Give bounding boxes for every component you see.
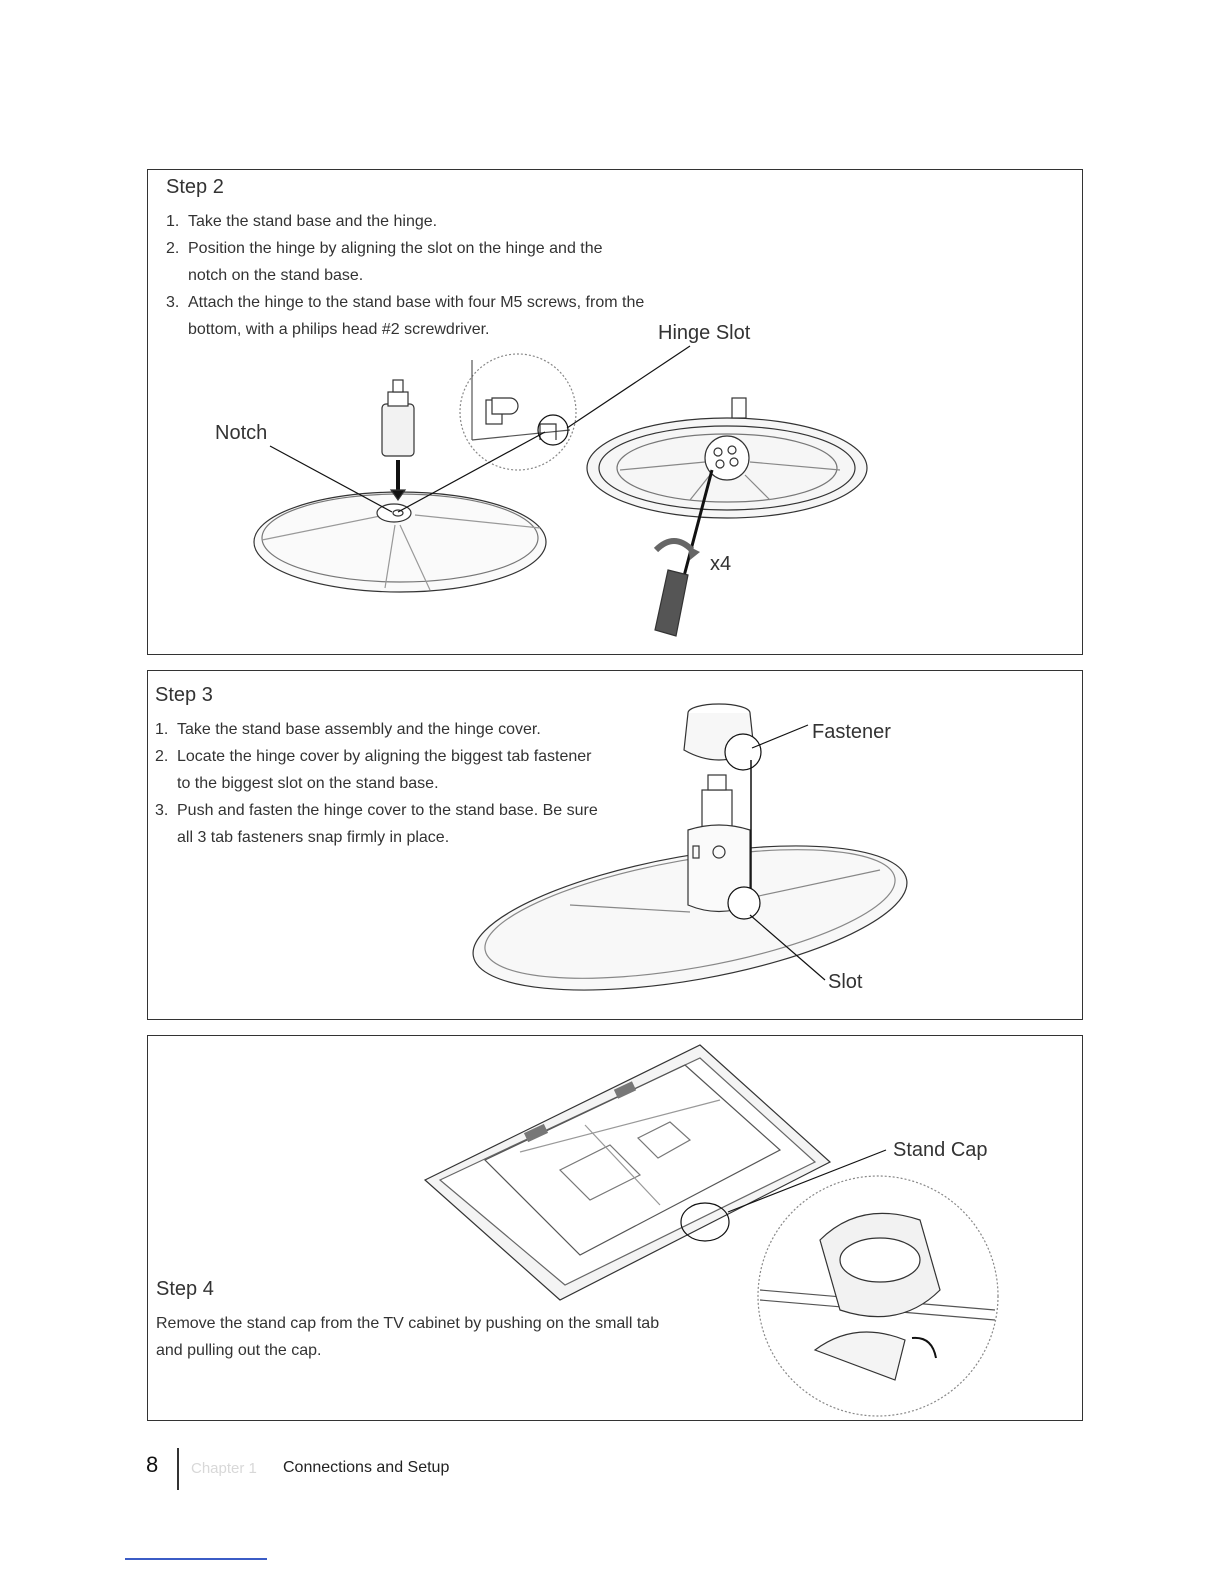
stand-cap-label: Stand Cap <box>893 1139 988 1161</box>
notch-to-zoom-line <box>397 431 546 513</box>
stand-base-illustration <box>253 491 547 593</box>
fastener-leader-line <box>751 724 809 749</box>
step3-instructions: 1.Take the stand base assembly and the h… <box>155 716 605 851</box>
notch-label: Notch <box>215 422 268 444</box>
slot-label: Slot <box>828 971 863 993</box>
stand-cap-zoom-circle <box>757 1175 999 1417</box>
list-item: 3.Attach the hinge to the stand base wit… <box>166 294 645 338</box>
list-item: 2.Position the hinge by aligning the slo… <box>166 240 603 284</box>
stand-assembly-illustration <box>472 760 908 991</box>
hinge-slot-leader-line <box>566 345 691 429</box>
inverted-stand-base-illustration <box>586 397 868 519</box>
stand-cap-leader-line <box>727 1149 887 1213</box>
hinge-illustration <box>381 379 415 502</box>
fastener-zoom-circle <box>724 733 762 771</box>
notch-leader-line <box>269 445 393 513</box>
list-item: 3.Push and fasten the hinge cover to the… <box>155 802 598 846</box>
x4-label: x4 <box>710 553 732 575</box>
tv-back-illustration <box>423 1044 832 1301</box>
list-item: 1.Take the stand base and the hinge. <box>166 213 438 230</box>
step3-panel <box>147 670 1083 1020</box>
step4-title: Step 4 <box>156 1278 214 1300</box>
footer-divider <box>177 1448 179 1490</box>
hinge-slot-zoom-circle <box>459 353 577 471</box>
step4-description: Remove the stand cap from the TV cabinet… <box>156 1315 660 1359</box>
footer-section-title: Connections and Setup <box>283 1459 450 1476</box>
hinge-slot-label: Hinge Slot <box>658 322 751 344</box>
step2-instructions: 1.Take the stand base and the hinge. 2.P… <box>166 208 646 343</box>
step3-title: Step 3 <box>155 684 213 706</box>
fastener-label: Fastener <box>812 721 891 743</box>
step2-title: Step 2 <box>166 176 224 198</box>
list-item: 1.Take the stand base assembly and the h… <box>155 721 541 738</box>
list-item: 2.Locate the hinge cover by aligning the… <box>155 748 592 792</box>
page-number: 8 <box>146 1452 159 1477</box>
step2-panel <box>147 169 1083 655</box>
slot-leader-line <box>749 914 826 981</box>
step4-panel <box>147 1035 1083 1421</box>
footer-chapter: Chapter 1 <box>191 1460 257 1477</box>
screwdriver-illustration <box>653 469 714 637</box>
bottom-rule <box>125 1558 267 1560</box>
